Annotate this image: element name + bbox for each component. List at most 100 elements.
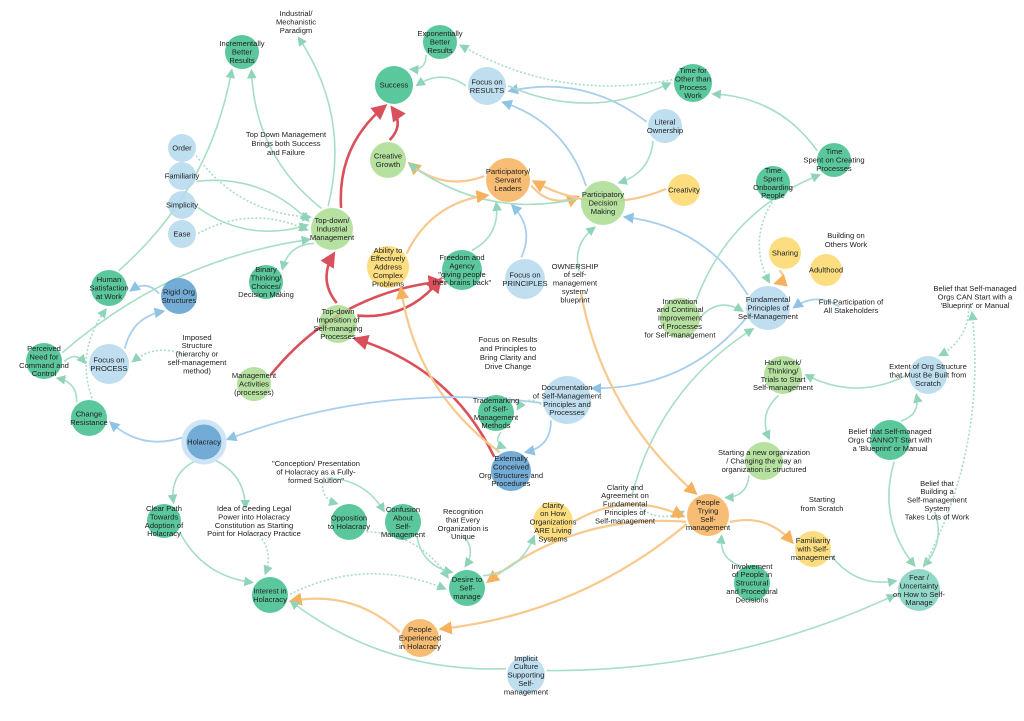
node-creativity[interactable]: Creativity: [668, 174, 700, 206]
edge-top_down-to-success: [339, 104, 388, 208]
edge-trademarking-to-externally: [496, 431, 507, 450]
node-adulthood[interactable]: Adulthood: [809, 254, 843, 286]
node-circle-belief-cannot: [870, 420, 910, 460]
edge-clarity_fund-to-fundamental: [631, 327, 755, 495]
edge-confusion-to-desire: [416, 536, 454, 576]
node-sharing[interactable]: Sharing: [769, 237, 801, 269]
edge-people_trying-to-familiarity_sm: [729, 518, 794, 545]
edge-perceived_need-to-focus_process: [63, 353, 87, 365]
node-label-ease: Ease: [173, 230, 190, 239]
node-familiarity[interactable]: Familiarity: [165, 162, 200, 190]
node-ease[interactable]: Ease: [168, 220, 196, 248]
edge-innovation-to-time_creating: [694, 173, 822, 303]
edge-full_participation-to-fundamental: [792, 298, 840, 309]
edge-implicit-to-interest: [289, 600, 507, 670]
node-circle-binary: [249, 265, 283, 299]
edge-documentation-to-externally: [523, 420, 552, 456]
edge-literal_own-to-participatory_dm: [617, 140, 654, 185]
node-order[interactable]: Order: [168, 134, 196, 162]
node-starting-new[interactable]: Starting a new organization/ Changing th…: [718, 442, 810, 480]
node-circle-perceived-need: [26, 343, 62, 379]
node-holacracy[interactable]: Holacracy: [181, 419, 227, 465]
node-circle-incremental: [225, 35, 259, 69]
edge-holacracy-to-change_resistance: [108, 421, 183, 443]
node-circle-order: [168, 134, 196, 162]
edge-ownership-to-people_trying: [579, 293, 698, 496]
node-circle-ability-address: [367, 246, 409, 288]
node-circle-starting-new: [745, 442, 783, 480]
node-simplicity[interactable]: Simplicity: [166, 191, 198, 219]
node-circle-exponential: [423, 25, 457, 59]
node-circle-fear: [898, 569, 940, 611]
node-circle-ease: [168, 220, 196, 248]
node-label-familiarity: Familiarity: [165, 172, 200, 181]
node-success[interactable]: Success: [375, 66, 413, 104]
edge-top_down_imp-to-top_down: [320, 251, 338, 304]
edge-people_trying-to-people_experienced: [438, 523, 688, 635]
edge-top_down-to-incremental: [246, 68, 323, 210]
